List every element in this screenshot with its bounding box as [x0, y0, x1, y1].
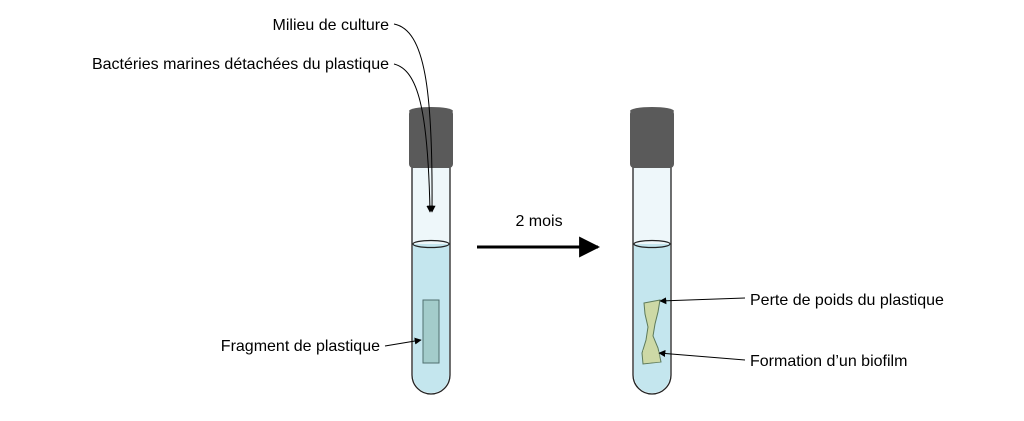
tube-after-cap-top	[630, 107, 674, 115]
arrow-biofilm-formation	[658, 350, 746, 361]
label-weight-loss: Perte de poids du plastique	[750, 292, 944, 309]
label-duration: 2 mois	[515, 213, 562, 230]
tube-before-liquid-surface	[412, 239, 450, 249]
arrow-plastic-fragment	[384, 337, 422, 347]
arrow-detached-bacteria	[393, 63, 434, 213]
arrow-weight-loss	[659, 297, 746, 305]
tube-before	[409, 107, 453, 395]
plastic-fragment	[422, 299, 440, 364]
label-culture-medium: Milieu de culture	[273, 17, 390, 34]
tube-after	[630, 107, 674, 395]
label-biofilm-formation: Formation d’un biofilm	[750, 353, 907, 370]
label-plastic-fragment: Fragment de plastique	[221, 338, 380, 355]
label-detached-bacteria: Bactéries marines détachées du plastique	[92, 56, 389, 73]
tube-before-cap-top	[409, 107, 453, 115]
tube-after-cap	[630, 110, 674, 168]
biofilm-patch	[643, 346, 660, 363]
arrow-culture-medium	[393, 23, 436, 213]
tube-after-liquid-surface	[633, 239, 671, 249]
degraded-plastic-with-biofilm	[641, 299, 662, 365]
